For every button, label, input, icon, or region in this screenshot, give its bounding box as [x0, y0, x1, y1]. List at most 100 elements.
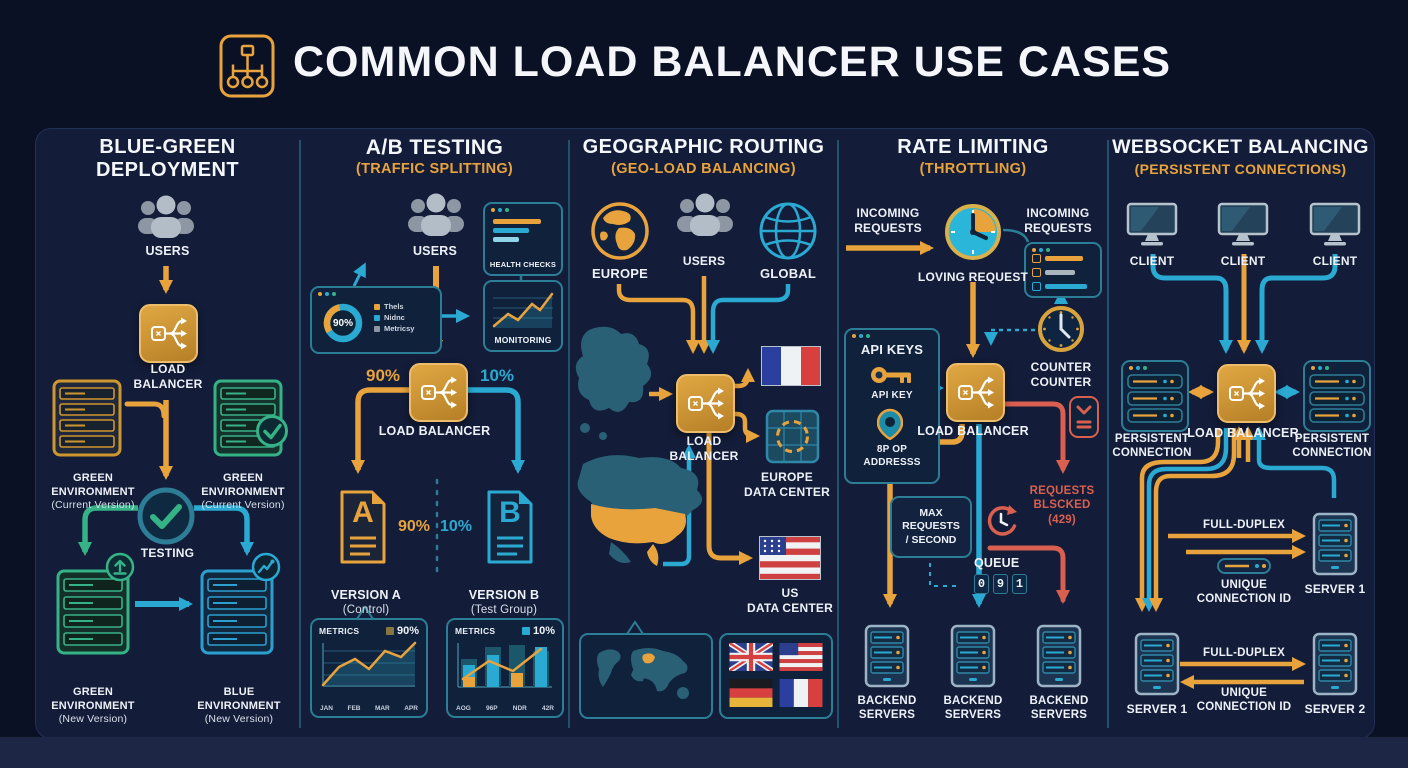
health-checks-panel: HEALTH CHECKS: [483, 202, 563, 276]
queue-counter: 0 9 1: [974, 574, 1027, 594]
world-map: [597, 648, 689, 699]
requests-blocked-label: REQUESTS BLSCKED (429): [1029, 485, 1095, 526]
backend-server-icon: [950, 624, 996, 688]
version-name: VERSION A: [330, 587, 402, 602]
limit-badge-panel: [1069, 396, 1099, 438]
column-title: WEBSOCKET BALANCING: [1112, 136, 1369, 158]
europe-globe-icon: [591, 202, 649, 260]
server-1-icon: [1312, 512, 1358, 576]
version-a-label: VERSION A (Control): [308, 572, 424, 633]
x-label: NDR: [512, 705, 527, 712]
server-1-label: SERVER 1: [1126, 702, 1188, 716]
global-label: GLOBAL: [759, 266, 817, 281]
health-bars: [493, 219, 541, 242]
window-dots: [1311, 366, 1329, 370]
metrics-legend: 10%: [532, 625, 555, 637]
metrics-b-x-labels: AOG 96P NDR 42R: [456, 705, 554, 712]
client-label: CLIENT: [1220, 254, 1266, 268]
env-label: GREEN ENVIRONMENT (New Version): [33, 672, 153, 740]
page-title: COMMON LOAD BALANCER USE CASES: [293, 38, 1172, 86]
backend-servers-label: BACKEND SERVERS: [1029, 695, 1089, 722]
load-balancer-icon: [139, 304, 198, 363]
request-row: [1032, 282, 1094, 291]
max-requests-box: MAX REQUESTS / SECOND: [890, 496, 972, 558]
client-monitor-icon: [1126, 202, 1178, 246]
incoming-requests-left-label: INCOMING REQUESTS: [854, 206, 922, 235]
api-keys-panel: API KEYS API KEY 8P OP ADDRESSS: [844, 328, 940, 484]
backend-servers-label: BACKEND SERVERS: [943, 695, 1003, 722]
legend-item: Thels: [384, 302, 404, 311]
load-balancer-label: LOAD BALANCER: [133, 362, 203, 391]
full-duplex-label: FULL-DUPLEX: [1202, 647, 1286, 659]
version-group: (Control): [342, 604, 390, 617]
column-geographic-routing: GEOGRAPHIC ROUTING (GEO-LOAD BALANCING) …: [569, 128, 838, 738]
connection-rows: [1309, 374, 1365, 423]
testing-label: TESTING: [140, 546, 195, 560]
doc-a-letter: A: [352, 496, 374, 529]
north-america-map: [577, 455, 703, 566]
persistent-connection-label: PERSISTENT CONNECTION: [1292, 433, 1372, 460]
full-duplex-label: FULL-DUPLEX: [1202, 519, 1286, 531]
version-a-document-icon: [340, 490, 386, 564]
client-label: CLIENT: [1312, 254, 1358, 268]
backend-server-icon: [1036, 624, 1082, 688]
env-version: (New Version): [204, 713, 274, 726]
load-balancer-icon: [409, 363, 468, 422]
incoming-requests-right-label: INCOMING REQUESTS: [1024, 206, 1092, 235]
x-label: 42R: [542, 705, 554, 712]
doc-b-percent: 10%: [439, 518, 473, 535]
unique-connection-id-label: UNIQUE CONNECTION ID: [1196, 579, 1292, 606]
column-subtitle: (THROTTLING): [919, 161, 1027, 177]
world-map-panel: [579, 633, 713, 719]
client-monitor-icon: [1217, 202, 1269, 246]
metrics-b-bar-chart: [457, 643, 552, 688]
health-checks-label: HEALTH CHECKS: [489, 260, 557, 269]
europe-dc-label: EUROPE DATA CENTER: [744, 470, 830, 499]
load-balancer-label: LOAD BALANCER: [917, 424, 1029, 438]
metrics-legend: 90%: [396, 625, 419, 637]
split-arrows-glyph: [1228, 377, 1265, 409]
counter-clock-icon: [1038, 306, 1084, 352]
version-b-label: VERSION B (Test Group): [446, 572, 562, 633]
donut-chart: 90%: [320, 300, 366, 346]
monitoring-chart: [492, 292, 554, 328]
donut-legend: Thels Nidnc Metricsy: [374, 300, 414, 335]
env-name: GREEN ENVIRONMENT: [201, 471, 285, 498]
x-label: 96P: [486, 705, 498, 712]
window-dots: [852, 334, 870, 338]
us-flag: [759, 536, 821, 580]
column-blue-green-deployment: BLUE-GREEN DEPLOYMENT USERS LOAD BALANCE…: [35, 128, 300, 738]
column-title: A/B TESTING: [365, 136, 504, 159]
users-label: USERS: [682, 254, 726, 268]
load-balancer-hierarchy-icon: [219, 34, 275, 98]
deploy-upload-badge-icon: [105, 552, 135, 582]
us-dc-label: US DATA CENTER: [747, 586, 833, 615]
request-row: [1032, 254, 1094, 263]
backend-server-icon: [864, 624, 910, 688]
split-arrows-glyph: [420, 376, 457, 408]
metrics-a-line-chart: [321, 641, 417, 687]
env-label: GREEN ENVIRONMENT (Current Version): [31, 458, 155, 526]
env-label: BLUE ENVIRONMENT (New Version): [179, 672, 299, 740]
us-flag-small: [779, 643, 823, 671]
x-label: AOG: [456, 705, 471, 712]
connection-rows: [1127, 374, 1183, 423]
server-blue-env-new-icon: [200, 569, 274, 655]
server-2-icon: [1312, 632, 1358, 696]
arrows-overlay: [1135, 254, 1338, 689]
persistent-connection-label: PERSISTENT CONNECTION: [1112, 433, 1192, 460]
column-title: BLUE-GREEN DEPLOYMENT: [96, 136, 239, 181]
users-label: USERS: [145, 244, 190, 258]
europe-data-center-icon: [765, 409, 820, 464]
server-1-label: SERVER 1: [1304, 582, 1366, 596]
queue-digit: 9: [993, 574, 1008, 594]
load-balancer-label: LOAD BALANCER: [669, 434, 739, 463]
column-ab-testing: A/B TESTING (TRAFFIC SPLITTING) USERS HE…: [300, 128, 569, 738]
env-version: (New Version): [58, 713, 128, 726]
doc-a-percent: 90%: [397, 518, 431, 535]
version-group: (Test Group): [470, 604, 538, 617]
version-name: VERSION B: [468, 587, 540, 602]
split-arrows-glyph: [687, 387, 724, 419]
column-subtitle: (PERSISTENT CONNECTIONS): [1134, 161, 1347, 177]
